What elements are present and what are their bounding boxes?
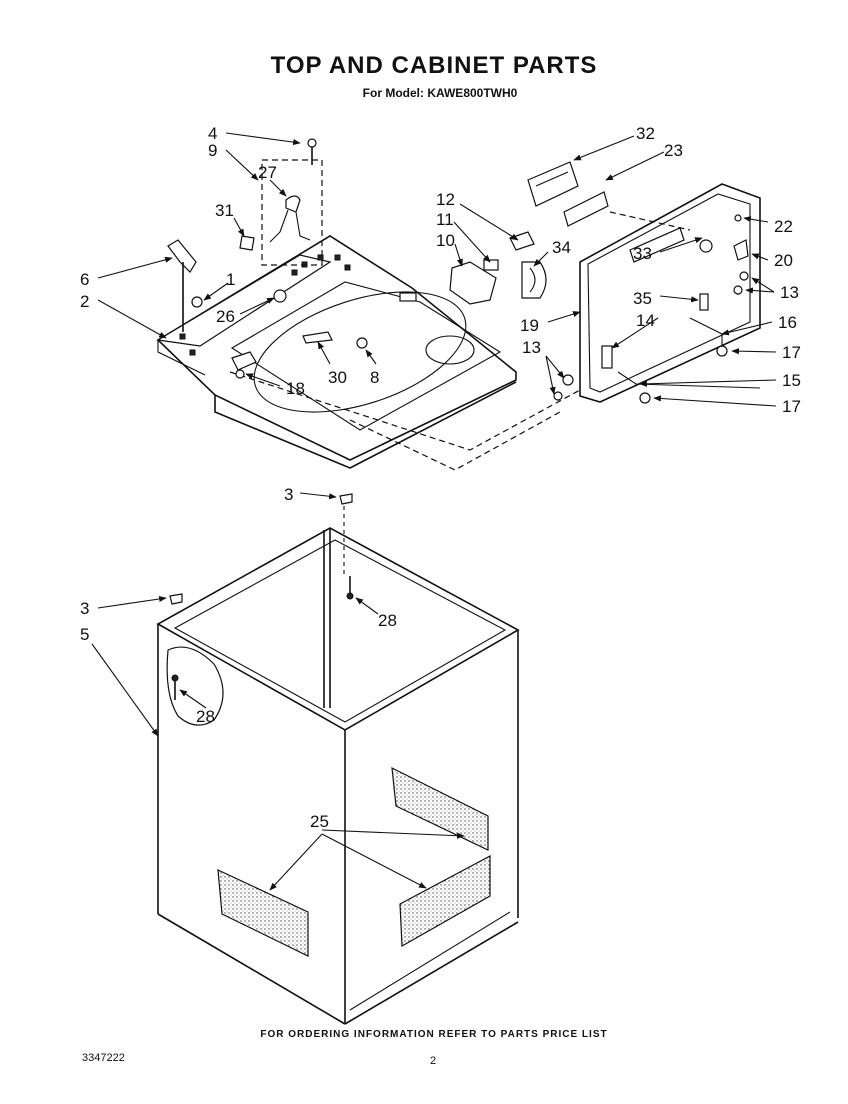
callout-33: 33 <box>633 244 652 263</box>
page-title: TOP AND CABINET PARTS <box>270 52 598 79</box>
callout-30: 30 <box>328 368 347 387</box>
callout-labels: 4 9 27 31 6 1 2 26 30 8 18 12 11 10 34 3… <box>80 124 801 831</box>
callout-11: 11 <box>436 210 454 229</box>
callout-2: 2 <box>80 292 89 311</box>
callout-3-top: 3 <box>284 485 293 504</box>
callout-18: 18 <box>286 379 305 398</box>
callout-3-left: 3 <box>80 599 89 618</box>
callout-26: 26 <box>216 307 235 326</box>
callout-5: 5 <box>80 625 89 644</box>
callout-31: 31 <box>215 201 234 220</box>
leader-lines <box>91 132 777 891</box>
callout-14: 14 <box>636 311 655 330</box>
lid-dash-line-2 <box>229 371 581 451</box>
lid-assembly <box>527 161 761 404</box>
callout-10: 10 <box>436 231 455 250</box>
callout-20: 20 <box>774 251 793 270</box>
callout-19: 19 <box>520 316 539 335</box>
callout-17-top: 17 <box>782 343 801 362</box>
callout-1: 1 <box>226 270 235 289</box>
callout-27: 27 <box>258 163 277 182</box>
callout-17-bottom: 17 <box>782 397 801 416</box>
callout-28-top: 28 <box>378 611 397 630</box>
callout-13-left: 13 <box>522 338 541 357</box>
callout-28-cutaway: 28 <box>196 707 215 726</box>
model-subtitle: For Model: KAWE800TWH0 <box>362 86 518 100</box>
callout-16: 16 <box>778 313 797 332</box>
callout-23: 23 <box>664 141 683 160</box>
document-number: 3347222 <box>82 1052 125 1064</box>
handle-dash-line <box>609 211 691 231</box>
page-number: 2 <box>430 1055 437 1067</box>
callout-34: 34 <box>552 238 571 257</box>
callout-9: 9 <box>208 141 217 160</box>
callout-35: 35 <box>633 289 652 308</box>
callout-15: 15 <box>782 371 801 390</box>
lid-dash-line-1 <box>349 411 561 471</box>
callout-25: 25 <box>310 812 329 831</box>
callout-8: 8 <box>370 368 379 387</box>
small-parts-top <box>167 138 547 379</box>
callout-32: 32 <box>636 124 655 143</box>
ordering-note: FOR ORDERING INFORMATION REFER TO PARTS … <box>260 1029 608 1040</box>
callout-13-right: 13 <box>780 283 799 302</box>
harness-dash-box <box>261 159 323 266</box>
callout-4: 4 <box>208 124 217 143</box>
callout-22: 22 <box>774 217 793 236</box>
cabinet-assembly <box>156 493 520 1025</box>
washer-top-assembly <box>156 235 517 469</box>
callout-6: 6 <box>80 270 89 289</box>
callout-12: 12 <box>436 190 455 209</box>
